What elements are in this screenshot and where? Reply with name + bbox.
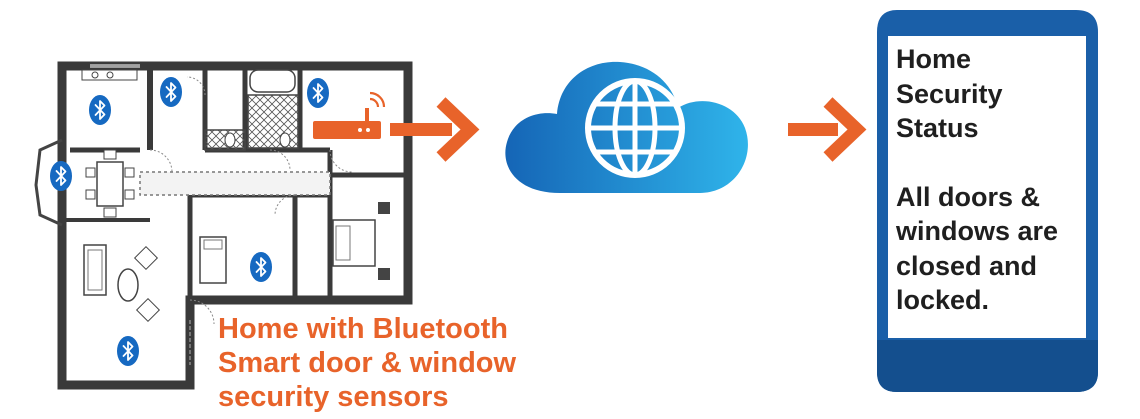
status-title-line: Security	[896, 78, 1003, 109]
status-title-line: Home	[896, 44, 972, 74]
bluetooth-icon	[306, 77, 330, 109]
caption-line: Smart door & window	[218, 347, 517, 379]
bluetooth-icon	[88, 94, 112, 126]
status-message-line: locked.	[896, 285, 990, 315]
status-message-line: closed and	[896, 250, 1038, 281]
smartphone-icon	[877, 10, 1098, 392]
bluetooth-icon	[159, 76, 183, 108]
bluetooth-icon	[116, 335, 140, 367]
status-title-line: Status	[896, 113, 979, 143]
caption-line: Home with Bluetooth	[218, 313, 508, 345]
house-caption: Home with Bluetooth Smart door & window …	[218, 312, 578, 414]
caption-line: security sensors	[218, 381, 449, 413]
floor-plan	[34, 61, 413, 390]
status-message-line: All doors &	[896, 181, 1041, 212]
bluetooth-icon	[249, 251, 273, 283]
router-icon	[313, 91, 386, 139]
bluetooth-icon	[49, 160, 73, 192]
phone-screen-text: Home Security Status All doors & windows…	[896, 42, 1086, 318]
arrow-right-icon	[788, 97, 867, 162]
cloud-globe-icon	[505, 61, 748, 193]
status-message-line: windows are	[896, 216, 1059, 246]
arrow-right-icon	[390, 97, 480, 162]
